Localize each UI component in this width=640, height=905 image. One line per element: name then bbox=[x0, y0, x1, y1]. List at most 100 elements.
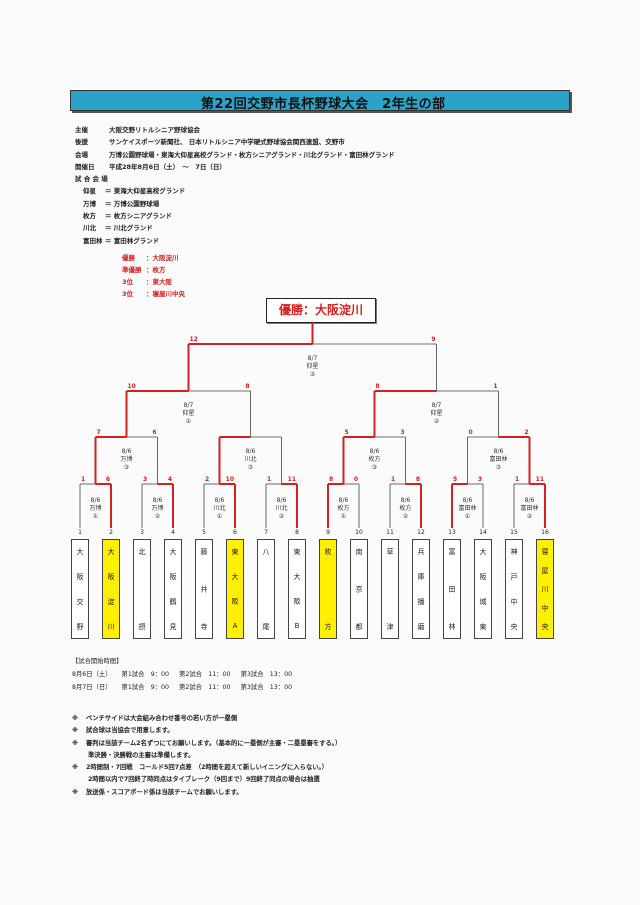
team-name-box: 東大阪B bbox=[288, 539, 306, 639]
schedule-day: 8月7日（日） bbox=[72, 684, 112, 691]
info-value: 平成28年8月6日（土） ～ 7日（日） bbox=[109, 162, 226, 171]
left-score: 8 bbox=[376, 383, 380, 390]
right-score: 2 bbox=[524, 429, 528, 436]
left-score: 8 bbox=[329, 476, 333, 483]
team-number: 8 bbox=[295, 529, 299, 536]
team-name-box: 北摂 bbox=[133, 539, 151, 639]
left-score: 5 bbox=[453, 476, 457, 483]
schedule-game: 第3試合 13：00 bbox=[240, 671, 293, 678]
team-name-box: 大阪交野 bbox=[71, 539, 89, 639]
note-text: 2時間制・7回戦 コールド5回7点差 （2時間を超えて新しいイニングに入らない。… bbox=[86, 764, 328, 772]
result-value: ：大阪淀川 bbox=[146, 254, 179, 262]
match-venue: 富田林 bbox=[458, 504, 476, 512]
match-date: 8/6 bbox=[463, 497, 473, 504]
team-number: 4 bbox=[171, 529, 175, 536]
title-bar: 第22回交野市長杯野球大会 2年生の部 bbox=[70, 90, 570, 112]
match-venue: 富田林 bbox=[489, 455, 507, 463]
left-score: 1 bbox=[81, 476, 85, 483]
match-number: ③ bbox=[496, 464, 501, 471]
venue-key: 富田林 bbox=[83, 236, 103, 245]
match-date: 8/6 bbox=[277, 497, 287, 504]
venue-key: 川北 bbox=[83, 224, 96, 233]
info-key: 会場 bbox=[75, 150, 88, 159]
info-row: 主催大阪交野リトルシニア野球協会 bbox=[75, 124, 395, 136]
match-date: 8/6 bbox=[494, 448, 504, 455]
right-score: 3 bbox=[400, 429, 404, 436]
team-number: 9 bbox=[326, 529, 330, 536]
team-number: 12 bbox=[417, 529, 425, 536]
match-date: 8/6 bbox=[401, 497, 411, 504]
team-name-box: 神戸中央 bbox=[505, 539, 523, 639]
team-name-box: 寝屋川中央 bbox=[536, 539, 554, 639]
note-line: 2時間以内で7回終了時同点はタイブレーク（9回まで）9回終了同点の場合は抽選 bbox=[72, 774, 341, 786]
team-name-box: 八尾 bbox=[257, 539, 275, 639]
left-score: 12 bbox=[190, 336, 198, 343]
result-key: 優勝 bbox=[122, 254, 135, 262]
team-number: 2 bbox=[109, 529, 113, 536]
match-venue: 仰星 bbox=[306, 362, 318, 370]
team-name-box: 東大阪A bbox=[226, 539, 244, 639]
info-row: 会場 万博公園野球場・東海大仰星高校グランド・枚方シニアグランド・川北グランド・富… bbox=[75, 149, 395, 161]
info-value: 万博公園野球場・東海大仰星高校グランド・枚方シニアグランド・川北グランド・富田林… bbox=[109, 150, 395, 159]
match-number: ① bbox=[217, 513, 222, 520]
left-score: 5 bbox=[345, 429, 349, 436]
info-row: 後援サンケイスポーツ新聞社、 日本リトルシニア中学硬式野球協会関西連盟、交野市 bbox=[75, 136, 395, 148]
team-number: 5 bbox=[202, 529, 206, 536]
result-key: 3位 bbox=[122, 290, 134, 298]
team-number: 10 bbox=[355, 529, 363, 536]
result-value: ：東大阪 bbox=[146, 278, 172, 286]
team-name-box: 南京都 bbox=[350, 539, 368, 639]
right-score: 11 bbox=[288, 476, 296, 483]
document-title: 第22回交野市長杯野球大会 2年生の部 bbox=[201, 97, 446, 112]
team-number: 6 bbox=[233, 529, 237, 536]
result-row: 3位 ：寝屋川中央 bbox=[122, 288, 185, 300]
match-venue: 仰星 bbox=[430, 409, 442, 417]
schedule-game: 第1試合 9：00 bbox=[121, 671, 170, 678]
match-venue: 万博 bbox=[120, 455, 132, 463]
venue-key: 万博 bbox=[83, 199, 96, 208]
right-score: 6 bbox=[152, 429, 156, 436]
match-venue: 川北 bbox=[213, 504, 225, 512]
left-score: 7 bbox=[97, 429, 101, 436]
right-score: 1 bbox=[493, 383, 497, 390]
note-line: ※ベンチサイドは大会組み合わせ番号の若い方が一塁側 bbox=[72, 713, 341, 725]
schedule-heading: 【試合開始時間】 bbox=[72, 658, 123, 665]
venue-key: 枚方 bbox=[83, 212, 96, 221]
note-line: ※2時間制・7回戦 コールド5回7点差 （2時間を超えて新しいイニングに入らない… bbox=[72, 762, 341, 774]
left-score: 2 bbox=[205, 476, 209, 483]
match-venue: 富田林 bbox=[520, 504, 538, 512]
schedule-day: 8月6日（土） bbox=[72, 671, 112, 678]
team-name-box: 枚方 bbox=[319, 539, 337, 639]
info-key: 開催日 bbox=[75, 162, 95, 171]
right-score: 10 bbox=[226, 476, 234, 483]
match-venue: 枚方 bbox=[337, 504, 349, 512]
schedule-game: 第1試合 9：00 bbox=[121, 684, 170, 691]
schedule-game: 第3試合 13：00 bbox=[240, 684, 293, 691]
match-date: 8/7 bbox=[184, 402, 194, 409]
right-score: 9 bbox=[431, 336, 435, 343]
note-line: ※放送係・スコアボード係は当該チームでお願いします。 bbox=[72, 787, 341, 799]
left-score: 1 bbox=[267, 476, 271, 483]
match-date: 8/6 bbox=[370, 448, 380, 455]
right-score: 4 bbox=[168, 476, 172, 483]
info-value: サンケイスポーツ新聞社、 日本リトルシニア中学硬式野球協会関西連盟、交野市 bbox=[109, 138, 345, 147]
right-score: 8 bbox=[245, 383, 249, 390]
left-score: 10 bbox=[128, 383, 136, 390]
match-number: ③ bbox=[248, 464, 253, 471]
team-name-box: 藤井寺 bbox=[195, 539, 213, 639]
left-score: 0 bbox=[469, 429, 473, 436]
info-key: 主催 bbox=[75, 126, 88, 134]
team-name-box: 大阪鶴見 bbox=[164, 539, 182, 639]
team-number: 14 bbox=[479, 529, 487, 536]
result-row: 優勝 ：大阪淀川 bbox=[122, 252, 185, 264]
schedule-game: 第2試合 11：00 bbox=[179, 684, 231, 691]
match-number: ② bbox=[403, 513, 409, 520]
match-number: ① bbox=[186, 418, 191, 425]
note-text: 放送係・スコアボード係は当該チームでお願いします。 bbox=[86, 788, 243, 796]
result-value: ：寝屋川中央 bbox=[146, 290, 185, 298]
team-number: 7 bbox=[264, 529, 268, 536]
venues-heading: 試 合 会 場 bbox=[75, 175, 108, 184]
note-line: ※審判は当該チーム2名ずつにてお願いします。（基本的に一塁側が主審・二塁塁審をす… bbox=[72, 738, 341, 750]
